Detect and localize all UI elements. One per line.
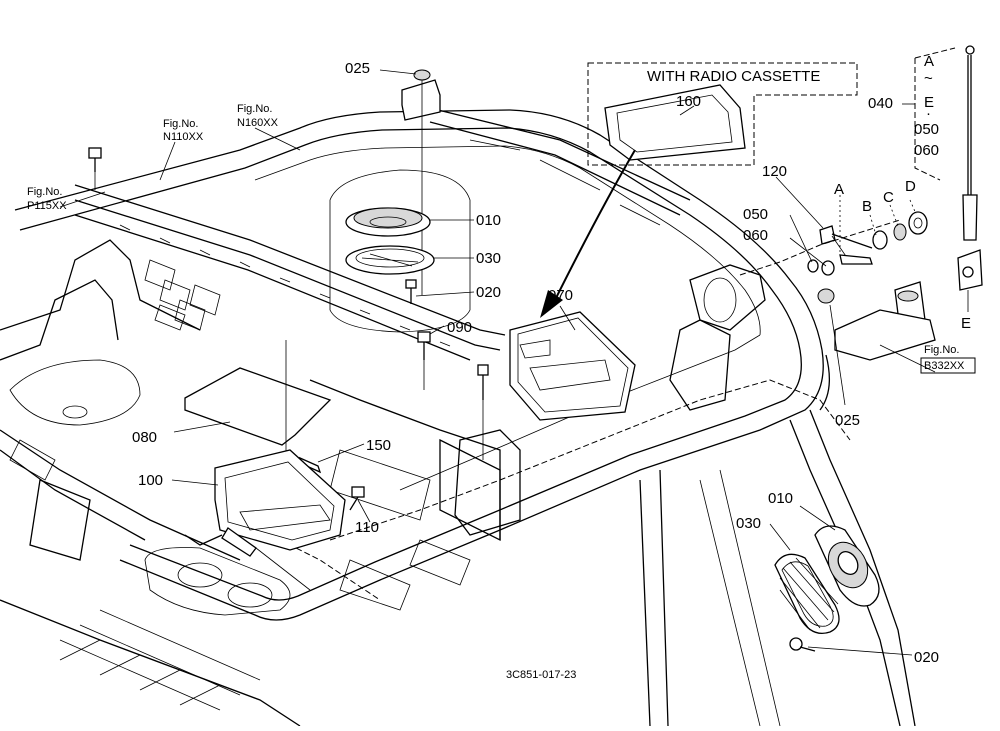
fig-n110-line1: Fig.No. [163, 118, 198, 130]
antenna-assembly [807, 45, 983, 361]
antenna-part-060: 060 [914, 142, 939, 159]
label-010-top: 010 [476, 212, 501, 229]
label-100: 100 [138, 472, 163, 489]
radio-panel-070 [509, 311, 636, 421]
top-bracket-025 [401, 69, 441, 295]
drawing-number: 3C851-017-23 [506, 669, 576, 681]
radio-bracket-100 [184, 449, 346, 591]
label-025-right: 025 [835, 412, 860, 429]
part-number-labels: 025 160 040 A ~ E · 050 060 120 A B C D … [132, 47, 971, 666]
label-c: C [883, 189, 894, 206]
leader-lines [59, 69, 969, 656]
label-010-bottom: 010 [768, 490, 793, 507]
fig-n110-line2: N110XX [163, 131, 204, 143]
cab-roof-frame [0, 107, 916, 727]
label-070: 070 [548, 287, 573, 304]
fig-p115-line2: P115XX [27, 200, 67, 212]
label-090: 090 [447, 319, 472, 336]
antenna-letter-a: A [924, 53, 934, 70]
antenna-letter-dot: · [926, 105, 931, 122]
mount-bolt [477, 364, 489, 460]
label-b: B [862, 198, 872, 215]
label-e: E [961, 315, 971, 332]
label-120: 120 [762, 163, 787, 180]
label-040: 040 [868, 95, 893, 112]
label-020-top: 020 [476, 284, 501, 301]
fig-b332-line2: B332XX [924, 360, 965, 372]
label-d: D [905, 178, 916, 195]
label-060: 060 [743, 227, 768, 244]
label-050: 050 [743, 206, 768, 223]
label-160: 160 [676, 93, 701, 110]
label-150: 150 [366, 437, 391, 454]
arrow-head [540, 290, 563, 318]
label-a: A [834, 181, 844, 198]
radio-faceplate-160 [604, 84, 746, 161]
label-025-top: 025 [345, 60, 370, 77]
label-020-bottom: 020 [914, 649, 939, 666]
antenna-letter-e: E [924, 94, 934, 111]
screw-110 [349, 486, 365, 511]
label-110: 110 [355, 519, 379, 536]
callout-title: WITH RADIO CASSETTE [647, 68, 820, 85]
screw-090 [417, 331, 431, 390]
fig-n160-line1: Fig.No. [237, 103, 272, 115]
fig-n160-line2: N160XX [237, 117, 279, 129]
label-030-top: 030 [476, 250, 501, 267]
label-030-bottom: 030 [736, 515, 761, 532]
fig-b332-line1: Fig.No. [924, 344, 959, 356]
fig-p115-line1: Fig.No. [27, 186, 62, 198]
antenna-part-050: 050 [914, 121, 939, 138]
upper-speaker-set [345, 207, 435, 304]
antenna-letter-tilde: ~ [924, 70, 933, 87]
radio-cassette-callout: WITH RADIO CASSETTE [540, 62, 858, 318]
figure-references: Fig.No. N110XX Fig.No. N160XX Fig.No. P1… [27, 103, 976, 374]
lower-speaker-set [774, 525, 880, 652]
label-080: 080 [132, 429, 157, 446]
